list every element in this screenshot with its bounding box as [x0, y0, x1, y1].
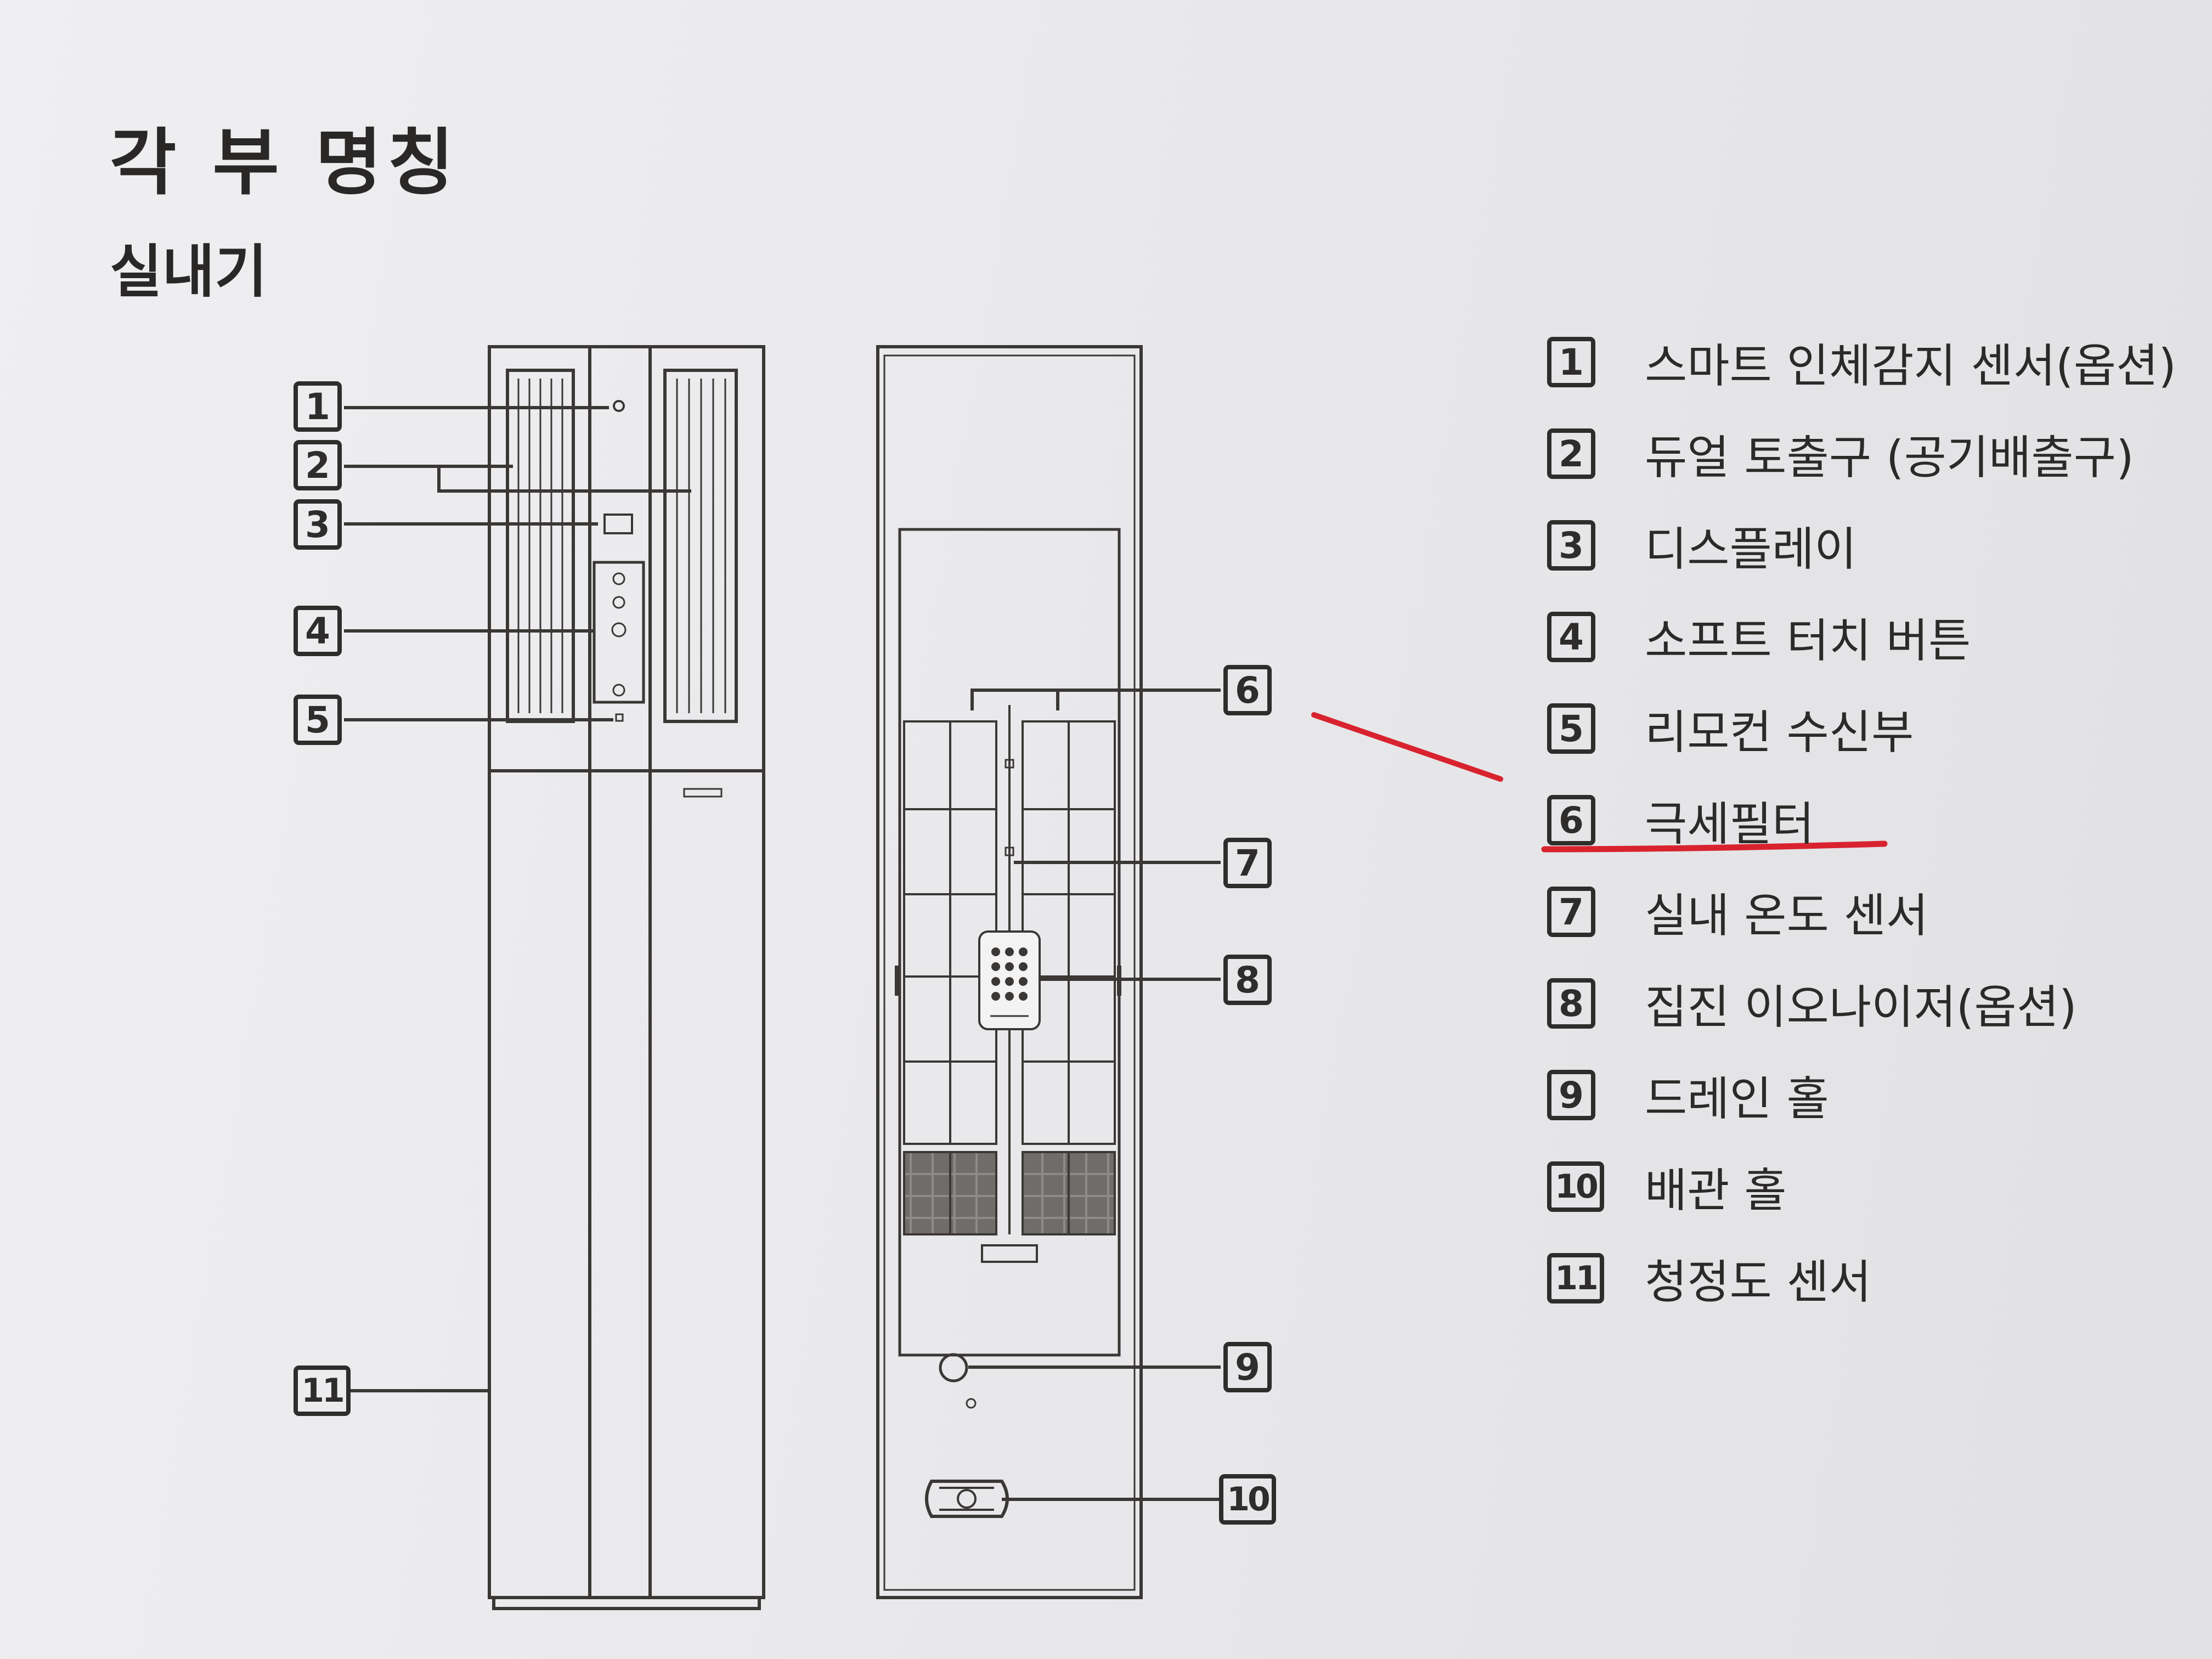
legend-label: 청정도 센서 — [1645, 1255, 1872, 1309]
legend-label: 배관 홀 — [1645, 1163, 1787, 1217]
legend-number: 11 — [1547, 1253, 1604, 1304]
legend-item: 9 드레인 홀 — [1547, 1062, 1829, 1128]
legend-label: 소프트 터치 버튼 — [1645, 613, 1971, 668]
callout-8: 8 — [1223, 955, 1272, 1005]
legend-label: 집진 이오나이저(옵션) — [1645, 980, 2077, 1034]
legend-number: 8 — [1547, 978, 1595, 1029]
legend-number: 7 — [1547, 887, 1595, 937]
rear-view-unit — [876, 345, 1143, 1599]
legend-item: 3 디스플레이 — [1547, 512, 1857, 578]
legend-item: 10 배관 홀 — [1547, 1154, 1787, 1220]
callout-4: 4 — [294, 606, 342, 656]
front-view-unit — [488, 345, 765, 1610]
page-title: 각 부 명칭 — [110, 121, 460, 205]
callout-9: 9 — [1223, 1342, 1272, 1392]
legend-label: 듀얼 토출구 (공기배출구) — [1645, 430, 2134, 484]
legend-number: 10 — [1547, 1161, 1604, 1212]
callout-10: 10 — [1219, 1474, 1276, 1525]
legend-item: 11 청정도 센서 — [1547, 1245, 1871, 1311]
legend-item: 5 리모컨 수신부 — [1547, 696, 1914, 761]
legend-label: 드레인 홀 — [1645, 1071, 1829, 1126]
legend-label: 리모컨 수신부 — [1645, 705, 1914, 759]
legend-label: 스마트 인체감지 센서(옵션) — [1645, 338, 2177, 393]
callout-2: 2 — [294, 440, 342, 490]
legend-number: 1 — [1547, 337, 1595, 387]
legend-item: 6 극세필터 — [1547, 787, 1814, 853]
leader-lines — [344, 406, 1221, 1501]
legend-item: 4 소프트 터치 버튼 — [1547, 604, 1971, 670]
legend-item: 1 스마트 인체감지 센서(옵션) — [1547, 329, 2176, 395]
legend-item: 8 집진 이오나이저(옵션) — [1547, 970, 2077, 1036]
callout-5: 5 — [294, 695, 342, 745]
legend-number: 3 — [1547, 520, 1595, 571]
callout-3: 3 — [294, 499, 342, 550]
legend-number: 9 — [1547, 1070, 1595, 1120]
callout-1: 1 — [294, 381, 342, 432]
legend-item: 7 실내 온도 센서 — [1547, 879, 1928, 945]
legend-label: 실내 온도 센서 — [1645, 888, 1929, 943]
legend-item: 2 듀얼 토출구 (공기배출구) — [1547, 421, 2134, 487]
section-subtitle: 실내기 — [110, 238, 268, 305]
legend-label: 디스플레이 — [1645, 522, 1857, 576]
legend-number: 6 — [1547, 795, 1595, 845]
callout-11: 11 — [294, 1365, 351, 1416]
red-pen-annotation — [1311, 712, 1888, 853]
legend-number: 5 — [1547, 703, 1595, 754]
legend-number: 2 — [1547, 428, 1595, 479]
legend-label: 극세필터 — [1645, 797, 1815, 851]
legend-number: 4 — [1547, 612, 1595, 662]
callout-6: 6 — [1223, 665, 1272, 715]
callout-7: 7 — [1223, 838, 1272, 888]
